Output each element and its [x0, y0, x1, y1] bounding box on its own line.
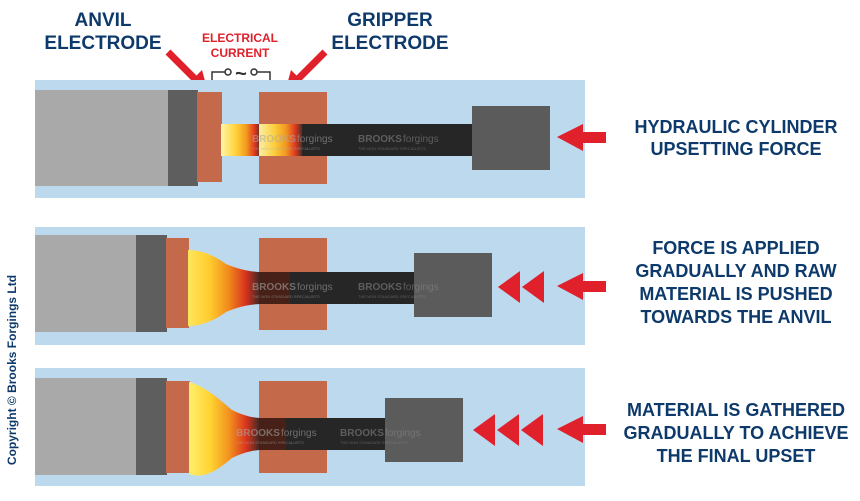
stage-caption-line2: GRADUALLY TO ACHIEVE	[623, 423, 848, 443]
svg-text:forgings: forgings	[281, 428, 317, 439]
svg-text:forgings: forgings	[385, 428, 421, 439]
svg-text:BROOKS: BROOKS	[252, 134, 296, 145]
hydraulic-cylinder	[385, 398, 463, 462]
raw-bar	[286, 418, 388, 450]
svg-text:BROOKS: BROOKS	[358, 282, 402, 293]
svg-text:THE NON STANDARD SPECIALISTS: THE NON STANDARD SPECIALISTS	[252, 146, 320, 151]
stage-caption-line3: MATERIAL IS PUSHED	[639, 284, 832, 304]
svg-text:BROOKS: BROOKS	[358, 134, 402, 145]
stage-caption-line3: THE FINAL UPSET	[657, 446, 816, 466]
anvil-plate	[168, 90, 198, 186]
red-arrow-icon	[557, 124, 606, 151]
heated-bar	[221, 124, 263, 156]
svg-text:THE NON STANDARD SPECIALISTS: THE NON STANDARD SPECIALISTS	[358, 146, 426, 151]
heated-bar-inside-gripper	[259, 272, 291, 304]
stage-2: BROOKS forgings THE NON STANDARD SPECIAL…	[35, 227, 837, 345]
stage-caption-line2: GRADUALLY AND RAW	[635, 261, 836, 281]
stage-caption-line4: TOWARDS THE ANVIL	[640, 307, 831, 327]
stage-caption-line1: HYDRAULIC CYLINDER	[634, 117, 837, 137]
anvil-plate	[136, 378, 167, 475]
svg-text:THE NON STANDARD SPECIALISTS: THE NON STANDARD SPECIALISTS	[236, 440, 304, 445]
watermark: BROOKS forgings THE NON STANDARD SPECIAL…	[252, 282, 439, 299]
anvil-body	[35, 378, 137, 475]
anvil-label-line1: ANVIL	[75, 10, 132, 31]
anvil-electrode	[166, 238, 189, 328]
stage-3: BROOKS forgings THE NON STANDARD SPECIAL…	[35, 368, 849, 486]
red-chevron-icon	[497, 414, 519, 446]
svg-text:forgings: forgings	[403, 282, 439, 293]
red-chevron-icon	[473, 414, 495, 446]
gripper-label-line2: ELECTRODE	[331, 33, 448, 54]
red-arrow-icon	[557, 416, 606, 443]
svg-text:BROOKS: BROOKS	[340, 428, 384, 439]
stage-1: BROOKS forgings THE NON STANDARD SPECIAL…	[35, 80, 838, 198]
raw-bar	[290, 272, 417, 304]
anvil-body	[35, 90, 169, 186]
anvil-body	[35, 235, 137, 332]
anvil-electrode	[197, 92, 222, 182]
red-arrow-icon	[557, 273, 606, 300]
svg-text:forgings: forgings	[297, 134, 333, 145]
current-label-line1: ELECTRICAL	[202, 31, 278, 45]
stage-caption-line1: FORCE IS APPLIED	[652, 238, 819, 258]
hydraulic-cylinder	[414, 253, 492, 317]
current-label-line2: CURRENT	[211, 46, 270, 60]
svg-text:forgings: forgings	[403, 134, 439, 145]
watermark: BROOKS forgings THE NON STANDARD SPECIAL…	[236, 428, 421, 445]
heated-bar-inside-gripper	[259, 124, 304, 156]
svg-text:THE NON STANDARD SPECIALISTS: THE NON STANDARD SPECIALISTS	[252, 294, 320, 299]
stage-caption-line1: MATERIAL IS GATHERED	[627, 400, 845, 420]
heated-bar-inside-gripper	[259, 418, 287, 450]
svg-text:THE NON STANDARD SPECIALISTS: THE NON STANDARD SPECIALISTS	[358, 294, 426, 299]
current-symbol: ~	[235, 63, 247, 85]
raw-bar	[302, 124, 474, 156]
heated-bulge	[188, 250, 262, 326]
heated-bulge	[189, 382, 262, 476]
hydraulic-cylinder	[472, 106, 550, 170]
anvil-label-line2: ELECTRODE	[44, 33, 161, 54]
svg-text:THE NON STANDARD SPECIALISTS: THE NON STANDARD SPECIALISTS	[340, 440, 408, 445]
red-chevron-icon	[521, 414, 543, 446]
svg-text:forgings: forgings	[297, 282, 333, 293]
svg-text:BROOKS: BROOKS	[236, 428, 280, 439]
stage-caption-line2: UPSETTING FORCE	[650, 139, 821, 159]
anvil-plate	[136, 235, 167, 332]
svg-text:BROOKS: BROOKS	[252, 282, 296, 293]
anvil-electrode	[166, 381, 190, 473]
gripper-label-line1: GRIPPER	[347, 10, 433, 31]
watermark: BROOKS forgings THE NON STANDARD SPECIAL…	[252, 134, 439, 151]
red-chevron-icon	[522, 271, 544, 303]
red-chevron-icon	[498, 271, 520, 303]
copyright-text: Copyright © Brooks Forgings Ltd	[5, 275, 19, 465]
